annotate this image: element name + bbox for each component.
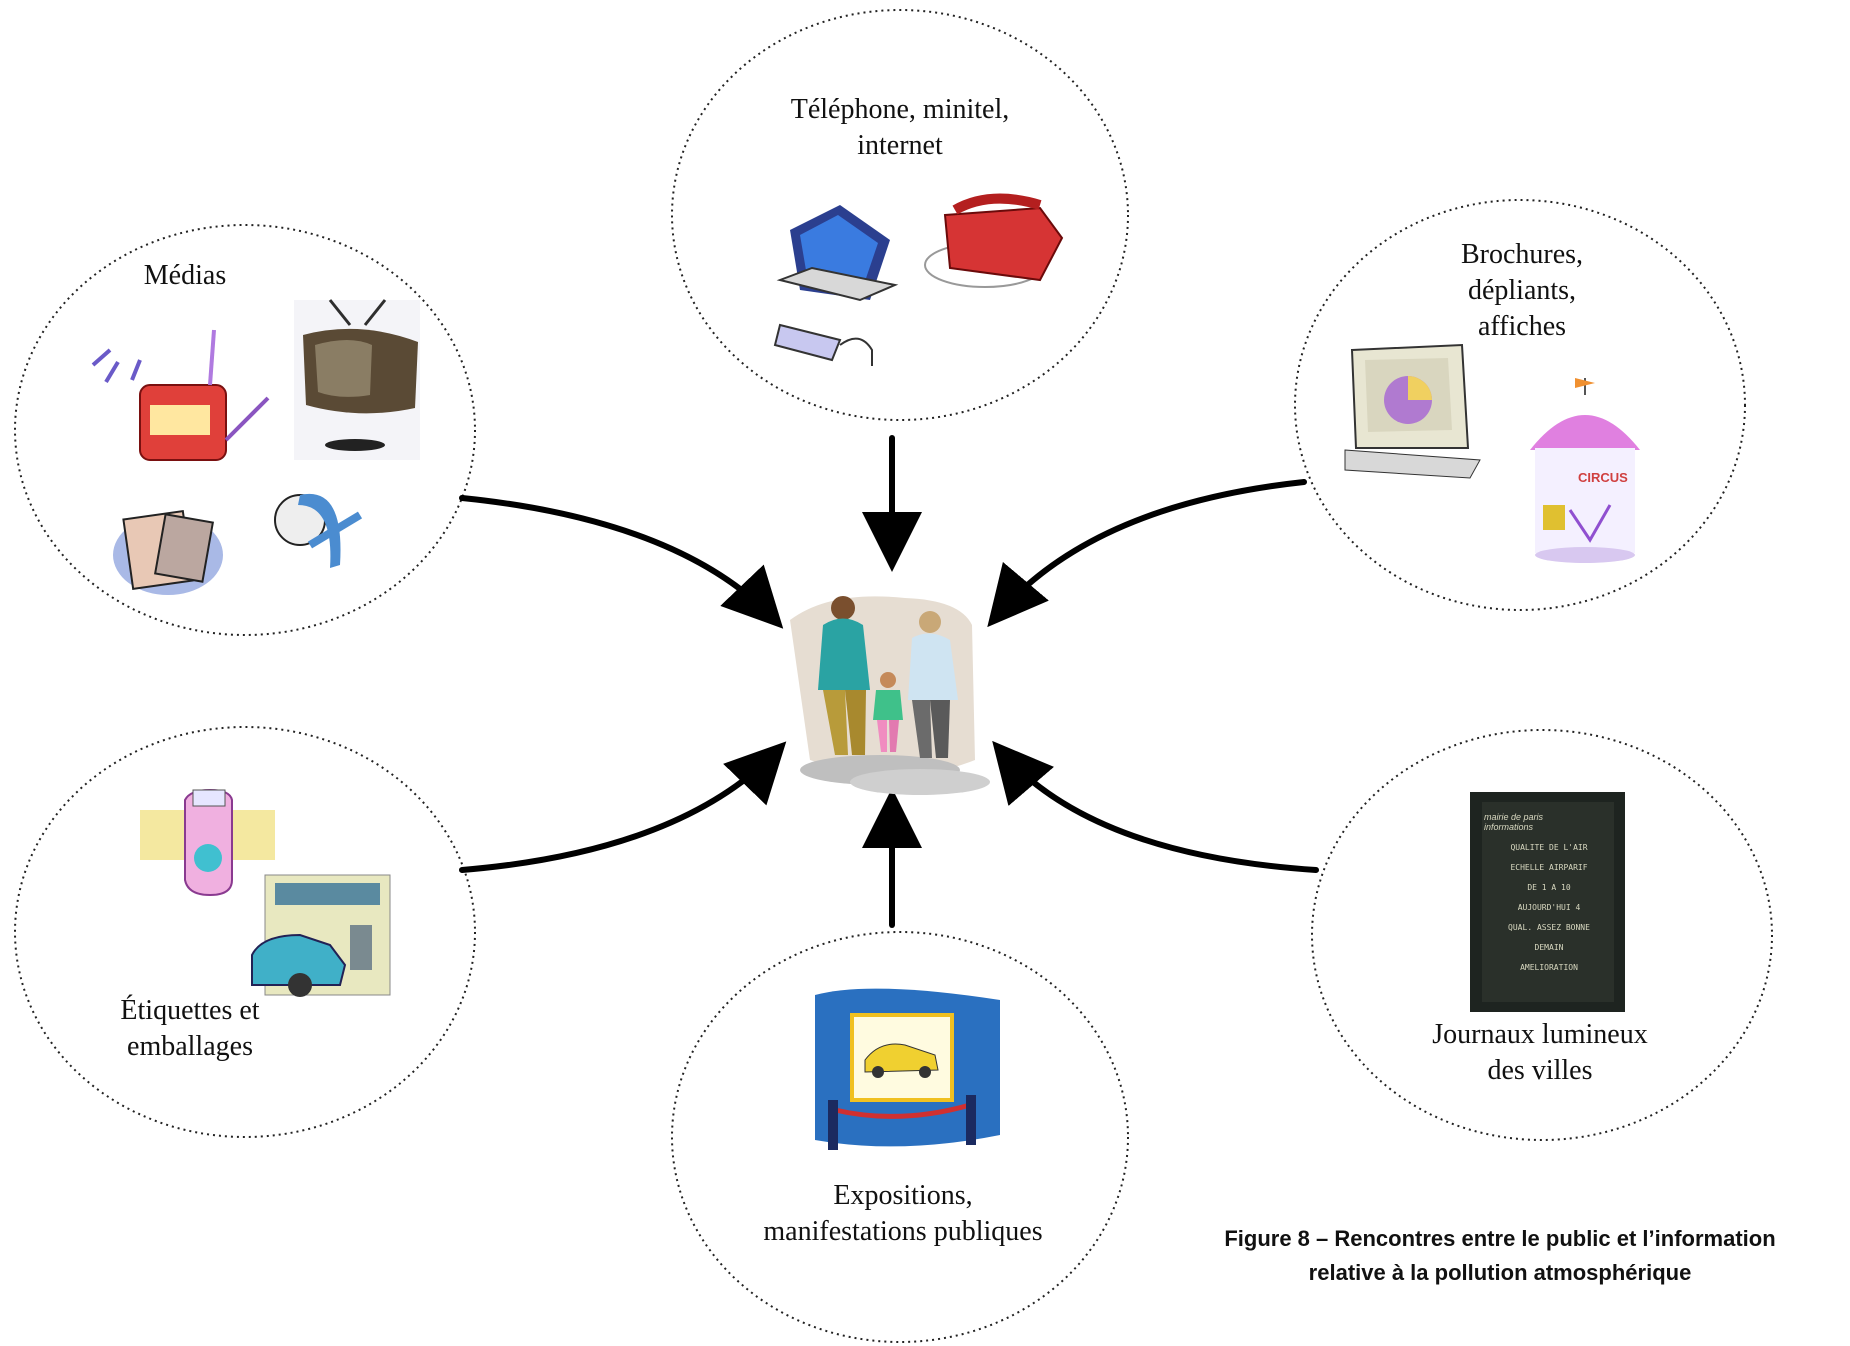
arrow-from-journaux [992, 740, 1319, 873]
caption-line-2: relative à la pollution atmosphérique [1308, 1260, 1692, 1285]
television-icon [294, 299, 420, 460]
caption-line-1: Figure 8 – Rencontres entre le public et… [1224, 1226, 1776, 1251]
led-sign-line: DEMAIN [1534, 943, 1564, 952]
led-sign-text: mairie de paris informations QUALITE DE … [1484, 812, 1614, 978]
photos-icon [113, 510, 223, 595]
led-sign-line: ECHELLE AIRPARIF [1510, 863, 1588, 872]
led-sign-line: DE 1 A 10 [1527, 883, 1571, 892]
led-sign-line: QUALITE DE L'AIR [1510, 843, 1588, 852]
led-sign-line: AMELIORATION [1520, 963, 1578, 972]
led-sign-line: AUJOURD'HUI 4 [1517, 903, 1581, 912]
family-illustration [790, 596, 990, 795]
perfume-bottle-icon [140, 788, 275, 897]
label-etiquettes: Étiquettes et emballages [120, 995, 260, 1062]
label-telephone: Téléphone, minitel, internet [790, 94, 1010, 161]
circus-banner-text: CIRCUS [1578, 470, 1628, 485]
led-sign-line: QUAL. ASSEZ BONNE [1508, 923, 1590, 932]
computer-icon [773, 205, 899, 366]
arrow-from-etiquettes [459, 741, 787, 873]
ellipse-brochures [1294, 199, 1746, 611]
car-gas-station-icon [251, 874, 391, 997]
arrow-from-brochures [987, 479, 1307, 628]
label-medias: Médias [143, 260, 227, 291]
telephone-icon [924, 193, 1064, 288]
ellipse-journaux [1311, 729, 1773, 1141]
label-journaux: Journaux lumineux des villes [1432, 1019, 1648, 1086]
arrow-from-medias [459, 495, 784, 629]
led-sign-line: mairie de paris [1484, 812, 1544, 822]
exhibition-display-icon [815, 988, 1000, 1150]
film-reel-icon [274, 493, 363, 568]
circus-column-icon: CIRCUS [1530, 378, 1640, 563]
ellipse-expositions [671, 931, 1129, 1343]
ellipse-telephone [671, 9, 1129, 421]
ellipse-medias [14, 224, 476, 636]
led-sign-icon [1470, 792, 1625, 1012]
label-expositions: Expositions, manifestations publiques [763, 1180, 1043, 1247]
figure-caption: Figure 8 – Rencontres entre le public et… [1150, 1222, 1850, 1290]
ellipse-etiquettes [14, 726, 476, 1138]
radio-icon [91, 329, 270, 461]
led-sign-line: informations [1484, 822, 1534, 832]
brochure-chart-icon [1344, 343, 1481, 479]
label-brochures: Brochures, dépliants, affiches [1460, 239, 1584, 342]
